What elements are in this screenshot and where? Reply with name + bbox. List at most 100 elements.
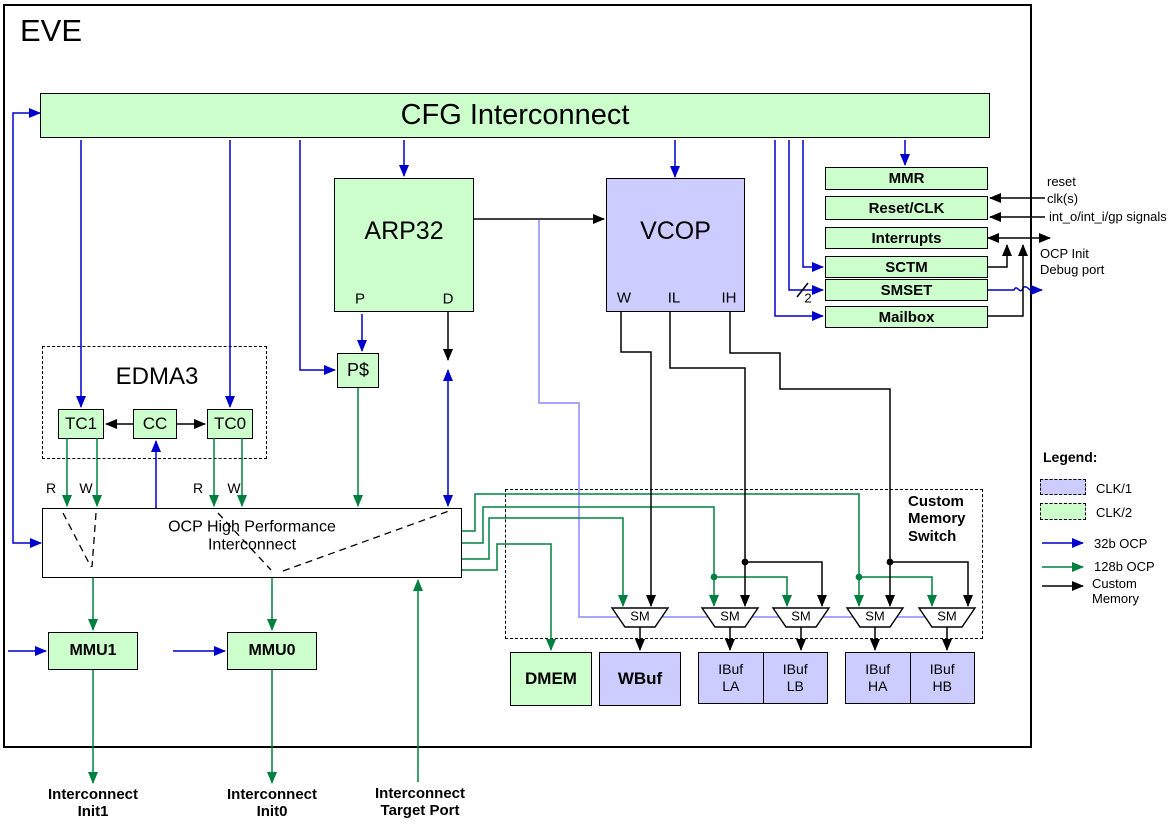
ocp-init-label: OCP Init: [1040, 246, 1089, 261]
dmem-label: DMEM: [525, 669, 577, 688]
legend-cm-line1: Custom: [1092, 576, 1137, 591]
vcop-label: VCOP: [640, 216, 711, 245]
cfg-interconnect-label: CFG Interconnect: [400, 99, 630, 131]
custom-memory-switch-box: [505, 489, 983, 639]
mmu1-label: MMU1: [69, 642, 117, 659]
sm-switch: [610, 607, 670, 628]
target-line2: Target Port: [380, 802, 460, 820]
legend-clk2-swatch: [1040, 503, 1086, 520]
sm-label: SM: [791, 608, 811, 624]
cc-block: CC: [133, 409, 177, 439]
ocp-hp-line1: OCP High Performance: [168, 518, 336, 536]
program-cache-block: P$: [337, 353, 379, 388]
tc1-write-label: W: [79, 480, 93, 496]
tc0-label: TC0: [213, 414, 247, 433]
ibuf-ha-line2: HA: [868, 678, 888, 694]
sm-label: SM: [630, 608, 650, 624]
custom-memory-wires: [105, 193, 1051, 651]
wbuf-label: WBuf: [617, 669, 663, 688]
reset-clk-block: Reset/CLK: [825, 196, 988, 220]
interrupts-block: Interrupts: [825, 227, 988, 249]
interconnect-init1-label: Interconnect Init1: [28, 786, 158, 821]
dmem-block: DMEM: [510, 652, 592, 706]
init0-line2: Init0: [256, 803, 288, 821]
cms-line1: Custom: [908, 493, 964, 510]
tc1-label: TC1: [64, 414, 98, 433]
ibuf-la-cell: IBuf LA: [699, 653, 764, 703]
int-signals-label: int_o/int_i/gp signals: [1049, 209, 1167, 224]
reset-signal-label: reset: [1047, 174, 1076, 189]
arp32-block: ARP32: [334, 178, 474, 312]
sm-switch: [845, 607, 905, 628]
interrupts-label: Interrupts: [871, 229, 942, 247]
ibuf-lb-line2: LB: [786, 678, 804, 694]
interconnect-init0-label: Interconnect Init0: [207, 786, 337, 821]
init1-line1: Interconnect: [47, 786, 138, 803]
sm-switches: [610, 607, 977, 628]
wbuf-block: WBuf: [599, 652, 681, 706]
arp32-port-d: D: [442, 290, 454, 308]
ibuf-hb-cell: IBuf HB: [911, 653, 975, 703]
init0-line1: Interconnect: [226, 786, 317, 803]
ocp-hp-interconnect-label: OCP High Performance Interconnect: [168, 519, 336, 556]
ocp-hp-line2: Interconnect: [207, 537, 297, 554]
custom-memory-switch-label: Custom Memory Switch: [908, 493, 966, 545]
interconnect-target-port-label: Interconnect Target Port: [350, 785, 490, 820]
ocp32-wires: [8, 108, 1043, 656]
ocp128-wires: [62, 388, 937, 784]
smset-label: SMSET: [880, 281, 933, 299]
legend-title: Legend:: [1043, 449, 1098, 465]
ibuf-hb-line2: HB: [932, 678, 952, 694]
edma3-label: EDMA3: [115, 363, 199, 390]
vcop-block: VCOP: [606, 178, 745, 312]
mmr-label: MMR: [888, 170, 925, 187]
ibuf-lb-line1: IBuf: [782, 661, 808, 678]
legend-clk2-label: CLK/2: [1096, 505, 1133, 520]
clk1-domain-line: [538, 220, 947, 618]
mmr-block: MMR: [825, 167, 988, 190]
legend-arrows: [1042, 538, 1084, 591]
arp32-port-p: P: [354, 290, 366, 308]
mailbox-label: Mailbox: [878, 308, 935, 326]
edma3-group-box: [42, 346, 267, 459]
debug-port-label: Debug port: [1040, 262, 1105, 277]
vcop-port-il: IL: [667, 289, 681, 307]
init1-line2: Init1: [77, 803, 109, 821]
sm-switch: [917, 607, 977, 628]
sctm-block: SCTM: [825, 256, 988, 278]
sm-switch: [700, 607, 760, 628]
mailbox-block: Mailbox: [825, 306, 988, 328]
tc1-block: TC1: [58, 409, 104, 439]
bus-width-label: 2: [804, 290, 812, 306]
legend-custom-memory-label: Custom Memory: [1092, 576, 1139, 607]
smset-block: SMSET: [825, 279, 988, 301]
ibuf-hb-line1: IBuf: [929, 661, 955, 678]
ibuf-la-line2: LA: [722, 678, 740, 694]
ibuf-lb-cell: IBuf LB: [764, 653, 828, 703]
sm-label: SM: [937, 608, 957, 624]
ibuf-la-line1: IBuf: [718, 661, 744, 678]
tc0-read-label: R: [192, 480, 204, 496]
sctm-label: SCTM: [885, 258, 928, 276]
clks-signal-label: clk(s): [1047, 191, 1079, 206]
interconnect-internal-paths: [62, 510, 450, 572]
mmu0-block: MMU0: [227, 632, 317, 670]
mmu1-block: MMU1: [48, 632, 138, 670]
legend-cm-line2: Memory: [1092, 590, 1139, 606]
sm-switch: [771, 607, 831, 628]
sm-label: SM: [865, 608, 885, 624]
tc0-block: TC0: [207, 409, 253, 439]
legend-ocp32-label: 32b OCP: [1094, 536, 1148, 551]
ibuf-high-block: IBuf HA IBuf HB: [845, 652, 975, 704]
cms-line3: Switch: [908, 527, 957, 545]
ibuf-low-block: IBuf LA IBuf LB: [698, 652, 828, 704]
cc-label: CC: [142, 414, 168, 433]
legend-clk1-label: CLK/1: [1096, 481, 1133, 496]
mmu0-label: MMU0: [248, 642, 296, 659]
arp32-label: ARP32: [364, 216, 444, 245]
eve-boundary: [3, 4, 1032, 748]
ibuf-ha-cell: IBuf HA: [846, 653, 911, 703]
program-cache-label: P$: [346, 360, 370, 380]
